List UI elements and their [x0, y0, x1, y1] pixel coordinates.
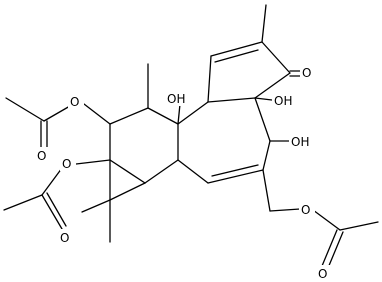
- bond: [327, 231, 344, 269]
- bond: [147, 107, 179, 125]
- bond: [75, 159, 111, 165]
- bond: [207, 169, 264, 184]
- atom-label-oxygen: O: [302, 66, 311, 80]
- bond: [177, 159, 209, 184]
- bond: [46, 192, 67, 227]
- bond: [254, 97, 273, 101]
- bond: [177, 101, 209, 125]
- bond: [109, 159, 146, 184]
- bond: [269, 208, 301, 212]
- bond: [210, 41, 263, 57]
- bond: [262, 169, 271, 212]
- bond: [339, 221, 379, 231]
- bond: [43, 105, 71, 122]
- bond: [312, 209, 341, 231]
- atom-label-hydroxyl: OH: [274, 94, 292, 108]
- atom-label-hydroxyl: OH: [291, 135, 309, 149]
- bond: [207, 55, 212, 103]
- bond: [83, 103, 111, 125]
- bond: [211, 164, 259, 177]
- atom-label-hydroxyl: OH: [167, 92, 185, 106]
- bond: [214, 49, 259, 63]
- bond: [254, 72, 291, 99]
- bond: [41, 167, 63, 196]
- atom-labels: O O O O OH OH OH O O O: [35, 64, 332, 281]
- bond: [321, 229, 338, 267]
- bond: [3, 194, 43, 211]
- atom-label-oxygen: O: [37, 149, 46, 163]
- atom-label-oxygen: O: [318, 267, 327, 281]
- bond: [109, 182, 146, 201]
- atom-label-oxygen: O: [70, 95, 79, 109]
- bond: [41, 194, 63, 230]
- bond: [261, 4, 267, 43]
- atom-label-oxygen: O: [301, 203, 310, 217]
- bond: [81, 199, 111, 213]
- bond: [207, 97, 256, 103]
- bond: [144, 159, 179, 184]
- bond: [254, 97, 271, 142]
- bond: [5, 97, 45, 122]
- bond: [262, 140, 271, 171]
- bond: [261, 41, 291, 74]
- atom-label-oxygen: O: [60, 231, 69, 245]
- bonds: [3, 4, 379, 269]
- bond: [109, 107, 149, 125]
- atom-label-oxygen: O: [62, 157, 71, 171]
- bond: [177, 103, 181, 125]
